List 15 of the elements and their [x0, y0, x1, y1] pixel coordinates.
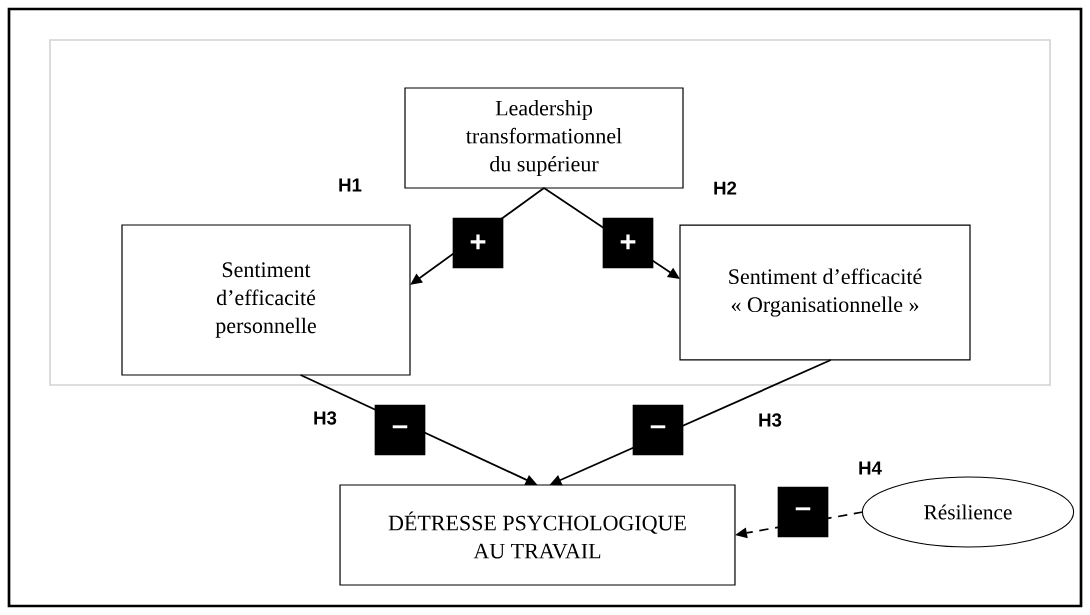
panel-frame	[49, 39, 1051, 386]
sign-label: –	[777, 486, 829, 538]
concept-box: Leadership transformationnel du supérieur	[404, 87, 684, 189]
hypothesis-label: H3	[314, 411, 337, 425]
sign-label: +	[452, 217, 504, 269]
concept-box: Sentiment d’efficacité « Organisationnelle »	[679, 224, 971, 361]
concept-box: DÉTRESSE PSYCHOLOGIQUE AU TRAVAIL	[339, 484, 736, 586]
hypothesis-label: H3	[759, 413, 782, 427]
concept-box: Sentiment d’efficacité personnelle	[121, 224, 411, 376]
hypothesis-label: H2	[714, 181, 737, 195]
oval-node: Résilience	[861, 476, 1075, 548]
sign-label: +	[602, 217, 654, 269]
hypothesis-label: H1	[339, 178, 362, 192]
sign-label: –	[632, 404, 684, 456]
sign-label: –	[374, 404, 426, 456]
